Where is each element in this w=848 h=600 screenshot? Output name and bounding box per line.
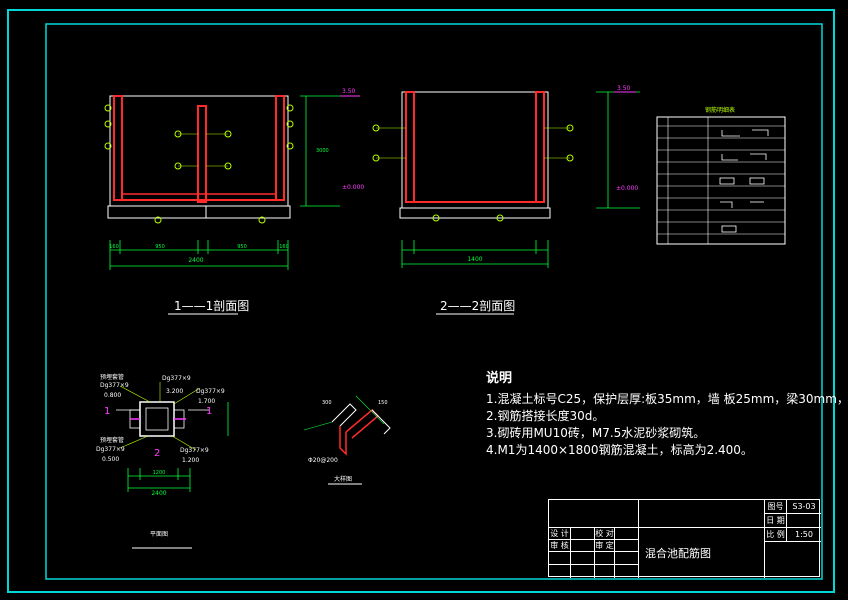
plan-label: 预埋套管 [100, 373, 124, 381]
plan-label: Dg377×9 [100, 382, 129, 389]
section1-title: 1——1剖面图 [174, 299, 249, 313]
title-block: 图号 S3-03 日 期 比 例 1:50 设 计 校 对 审 核 审 定 混合… [548, 499, 821, 578]
plan-label: Dg377×9 [196, 388, 225, 395]
tb-role: 审 定 [595, 540, 615, 552]
s1-height-dim: 3000 [316, 148, 329, 154]
section2-right-wall [535, 91, 545, 203]
tb-drawing-no: S3-03 [787, 500, 821, 514]
inner-frame [45, 23, 823, 580]
detail-title: 大样图 [334, 475, 352, 483]
tb-blank [549, 500, 639, 528]
plan-label: 0.800 [104, 392, 121, 399]
tb-blank [615, 552, 639, 565]
section2-outline [401, 91, 549, 209]
plan-label: Dg377×9 [96, 446, 125, 453]
tb-scale-label: 比 例 [765, 528, 787, 542]
tb-scale: 1:50 [787, 528, 821, 542]
tb-role: 设 计 [549, 528, 571, 540]
plan-seg-dim: 1200 [153, 470, 166, 476]
plan-label: 1.700 [198, 398, 215, 405]
plan-label: Dg377×9 [162, 375, 191, 382]
detail-dim: 150 [378, 400, 388, 406]
note-line: 3.砌砖用MU10砖，M7.5水泥砂浆砌筑。 [486, 426, 706, 440]
section-2-2: 1400 3.50 ±0.000 [372, 85, 640, 268]
section2-base [399, 207, 551, 219]
tb-blank [549, 552, 571, 565]
tb-blank [615, 565, 639, 578]
tb-blank [765, 542, 821, 578]
tb-blank [595, 552, 615, 565]
s1-elev-bottom: ±0.000 [342, 184, 364, 191]
tb-blank [639, 500, 765, 528]
s1-total-dim: 2400 [188, 257, 203, 264]
plan-total-dim: 2400 [151, 490, 166, 497]
s2-total-dim: 1400 [467, 256, 482, 263]
tb-sign [615, 528, 639, 540]
section1-base [107, 205, 291, 219]
tb-role: 校 对 [595, 528, 615, 540]
tb-project-title: 混合池配筋图 [639, 528, 765, 578]
section1-left-wall [113, 95, 123, 201]
s1-seg-dim: 950 [237, 244, 247, 250]
tb-role: 审 核 [549, 540, 571, 552]
plan-label: 3.200 [166, 388, 183, 395]
section-mark-2: 2 [154, 448, 160, 459]
plan-label: 预埋套管 [100, 436, 124, 444]
tb-blank [571, 565, 595, 578]
s1-seg-dim: 160 [279, 244, 289, 250]
detail-bar-label: Φ20@200 [308, 457, 338, 464]
rebar-schedule-table: 钢筋明细表 [656, 106, 786, 245]
plan-view: 预埋套管 Dg377×9 0.800 Dg377×9 3.200 Dg377×9… [96, 373, 229, 497]
plan-label: 1.200 [182, 457, 199, 464]
tb-date-label: 日 期 [765, 514, 787, 528]
s1-seg-dim: 950 [155, 244, 165, 250]
tb-blank [571, 552, 595, 565]
section-mark-1: 1 [206, 406, 212, 417]
tb-blank [595, 565, 615, 578]
tb-sign [615, 540, 639, 552]
plan-label: 0.500 [102, 456, 119, 463]
detail-dim: 300 [322, 400, 332, 406]
tb-sign [571, 540, 595, 552]
section-1-1: 2400 950 950 160 160 3000 3.50 ±0.000 [104, 88, 364, 270]
tb-date [787, 514, 821, 528]
outer-frame [7, 9, 835, 593]
section1-right-wall [275, 95, 285, 201]
table-title: 钢筋明细表 [705, 106, 735, 114]
s1-seg-dim: 160 [109, 244, 119, 250]
tb-sign [571, 528, 595, 540]
note-line: 2.钢筋搭接长度30d。 [486, 409, 605, 423]
design-notes: 说明 1.混凝土标号C25，保护层厚:板35mm，墙 板25mm，梁30mm， … [486, 370, 848, 459]
s1-elev-top: 3.50 [342, 88, 356, 95]
note-line: 1.混凝土标号C25，保护层厚:板35mm，墙 板25mm，梁30mm， [486, 392, 848, 406]
plan-title: 平面图 [150, 531, 168, 538]
notes-title: 说明 [486, 371, 513, 386]
section2-left-wall [405, 91, 415, 203]
detail-view: Φ20@200 300 150 [303, 395, 391, 464]
section1-mid-wall [197, 105, 207, 203]
tb-blank [549, 565, 571, 578]
plan-label: Dg377×9 [180, 447, 209, 454]
section-mark-1: 1 [104, 406, 110, 417]
note-line: 4.M1为1400×1800钢筋混凝土，标高为2.400。 [486, 443, 753, 457]
s2-elev-bottom: ±0.000 [616, 185, 638, 192]
section2-title: 2——2剖面图 [440, 299, 515, 313]
s2-elev-top: 3.50 [617, 85, 631, 92]
tb-drawing-no-label: 图号 [765, 500, 787, 514]
